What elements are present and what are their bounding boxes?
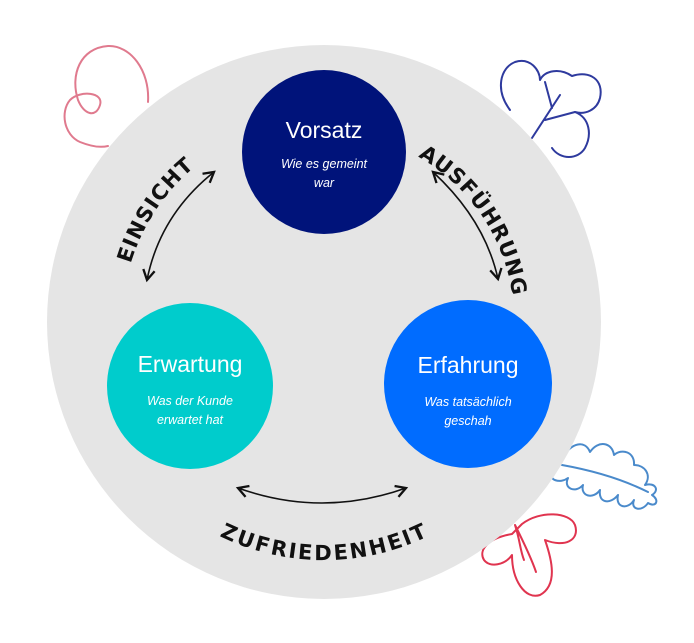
einsicht-arrow [142,170,216,283]
vorsatz-subtitle-1: Wie es gemeint [281,157,368,171]
vorsatz-title: Vorsatz [286,117,363,143]
erfahrung-subtitle-2: geschah [444,414,491,428]
navy-leaf-doodle [500,59,602,158]
ausfuehrung-arrow [431,170,503,282]
erfahrung-title: Erfahrung [417,352,518,378]
red-leaf-doodle [481,513,577,597]
blue-leaf-doodle [550,443,658,510]
erfahrung-circle [384,300,552,468]
erfahrung-subtitle-1: Was tatsächlich [424,395,511,409]
erwartung-title: Erwartung [138,351,243,377]
node-erfahrung: Erfahrung Was tatsächlich geschah [384,300,552,468]
pink-leaf-doodle [63,44,150,148]
vorsatz-subtitle-2: war [314,176,335,190]
vorsatz-circle [242,70,406,234]
node-vorsatz: Vorsatz Wie es gemeint war [242,70,406,234]
zufriedenheit-arrow [235,484,409,504]
node-erwartung: Erwartung Was der Kunde erwartet hat [107,303,273,469]
erwartung-subtitle-1: Was der Kunde [147,394,233,408]
erwartung-circle [107,303,273,469]
erwartung-subtitle-2: erwartet hat [157,413,224,427]
